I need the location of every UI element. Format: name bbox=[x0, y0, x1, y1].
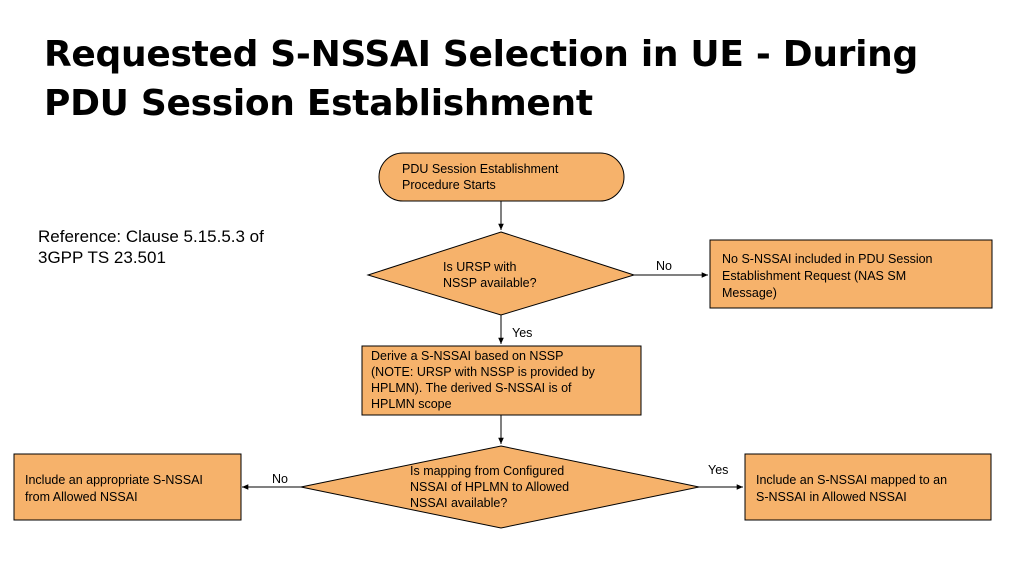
derive-box: Derive a S-NSSAI based on NSSP (NOTE: UR… bbox=[371, 348, 595, 412]
derive-line-3: HPLMN). The derived S-NSSAI is of bbox=[371, 381, 572, 395]
slide-title-line-1: Requested S-NSSAI Selection in UE - Duri… bbox=[44, 34, 918, 75]
slide-title-line-2: PDU Session Establishment bbox=[44, 83, 593, 124]
edge-label-decision2-yes: Yes bbox=[708, 463, 729, 477]
decision2-line-2: NSSAI of HPLMN to Allowed bbox=[410, 480, 570, 494]
decision2-diamond-shape bbox=[300, 445, 700, 529]
reference-line-1: Reference: Clause 5.15.5.3 of bbox=[38, 227, 264, 246]
edge-label-decision2-no: No bbox=[272, 472, 288, 486]
derive-box-shape bbox=[361, 345, 642, 416]
slide-title: Requested S-NSSAI Selection in UE - Duri… bbox=[44, 30, 1004, 128]
reference-note: Reference: Clause 5.15.5.3 of 3GPP TS 23… bbox=[38, 226, 264, 268]
allowed-line-1: Include an appropriate S-NSSAI bbox=[25, 473, 203, 487]
decision1: Is URSP with NSSP available? bbox=[443, 259, 537, 291]
reference-line-2: 3GPP TS 23.501 bbox=[38, 248, 166, 267]
no-snssai-box-shape bbox=[709, 239, 993, 309]
derive-line-1: Derive a S-NSSAI based on NSSP bbox=[371, 349, 564, 363]
mapped-line-2: S-NSSAI in Allowed NSSAI bbox=[756, 490, 907, 504]
edge-label-decision1-no: No bbox=[656, 259, 672, 273]
no-snssai-line-3: Message) bbox=[722, 286, 777, 300]
mapped-line-1: Include an S-NSSAI mapped to an bbox=[756, 473, 948, 487]
no-snssai-line-2: Establishment Request (NAS SM bbox=[722, 269, 907, 283]
start-line-2: Procedure Starts bbox=[402, 178, 496, 192]
no-snssai-line-1: No S-NSSAI included in PDU Session bbox=[722, 252, 933, 266]
decision2-line-1: Is mapping from Configured bbox=[410, 464, 565, 478]
start-terminator: PDU Session Establishment Procedure Star… bbox=[402, 161, 558, 193]
allowed-nssai-box-shape bbox=[13, 453, 242, 521]
no-snssai-box: No S-NSSAI included in PDU Session Estab… bbox=[722, 251, 933, 302]
mapped-snssai-box: Include an S-NSSAI mapped to an S-NSSAI … bbox=[756, 472, 947, 506]
mapped-snssai-box-shape bbox=[744, 453, 992, 521]
decision2: Is mapping from Configured NSSAI of HPLM… bbox=[410, 463, 569, 511]
edge-label-decision1-yes: Yes bbox=[512, 326, 533, 340]
decision1-diamond-shape bbox=[366, 231, 636, 316]
decision2-line-3: NSSAI available? bbox=[410, 496, 508, 510]
decision1-line-2: NSSP available? bbox=[443, 276, 537, 290]
allowed-nssai-box: Include an appropriate S-NSSAI from Allo… bbox=[25, 472, 203, 506]
derive-line-2: (NOTE: URSP with NSSP is provided by bbox=[371, 365, 595, 379]
start-terminator-shape bbox=[378, 152, 625, 202]
decision1-line-1: Is URSP with bbox=[443, 260, 517, 274]
derive-line-4: HPLMN scope bbox=[371, 397, 452, 411]
start-line-1: PDU Session Establishment bbox=[402, 162, 559, 176]
allowed-line-2: from Allowed NSSAI bbox=[25, 490, 138, 504]
